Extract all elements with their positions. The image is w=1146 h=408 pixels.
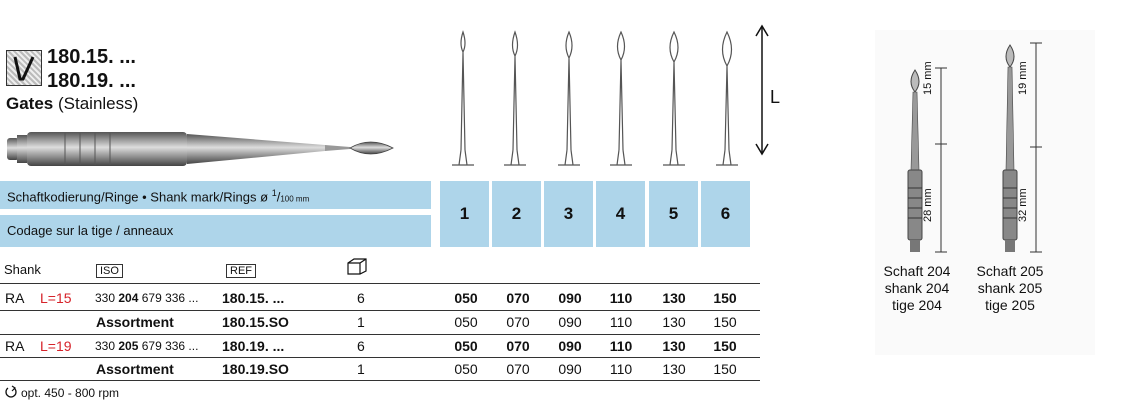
caption-line: Schaft 205 [976, 263, 1044, 279]
row-val-6: 150 [713, 361, 737, 377]
logo-icon [6, 50, 42, 86]
dim-19mm: 19 mm [1017, 61, 1029, 95]
table-rule [0, 310, 760, 311]
row-val-1: 050 [454, 314, 478, 330]
table-rule [0, 283, 760, 284]
row-label: Assortment [96, 314, 174, 330]
size-cell-3: 3 [544, 181, 593, 247]
row-val-6: 150 [713, 338, 737, 354]
row-val-2: 070 [506, 290, 530, 306]
caption-line: tige 205 [985, 297, 1035, 313]
column-ref: REF [226, 264, 256, 278]
row-val-1: 050 [454, 290, 478, 306]
table-rule [0, 334, 760, 335]
row-val-3: 090 [558, 314, 582, 330]
caption-205: Schaft 205 shank 205 tige 205 [965, 263, 1055, 314]
row-val-5: 130 [662, 361, 686, 377]
product-name: Gates (Stainless) [6, 94, 138, 114]
size-cell-2: 2 [492, 181, 541, 247]
product-code-2: 180.19. ... [47, 70, 136, 92]
table-row: Assortment 180.19.SO 1 050 070 090 110 1… [0, 358, 760, 381]
row-val-4: 110 [609, 338, 633, 354]
row-qty: 1 [357, 361, 365, 377]
caption-line: tige 204 [892, 297, 942, 313]
row-shank: RA [5, 290, 25, 306]
shank-204-illustration [907, 67, 947, 253]
table-row: RA L=19 330 205 679 336 ... 180.19. ... … [0, 335, 760, 358]
row-label: Assortment [96, 361, 174, 377]
row-qty: 6 [357, 290, 365, 306]
size-cell-6: 6 [701, 181, 750, 247]
divider [0, 209, 431, 215]
shank-mark-line1: Schaftkodierung/Ringe • Shank mark/Rings… [7, 188, 309, 204]
table-rule [0, 357, 760, 358]
shank-mark-text: Schaftkodierung/Ringe • Shank mark/Rings… [7, 189, 272, 205]
column-shank: Shank [4, 262, 41, 277]
size-cell-5: 5 [649, 181, 698, 247]
row-val-4: 110 [609, 314, 633, 330]
row-ref: 180.15. ... [222, 290, 285, 306]
size-cell-4: 4 [596, 181, 645, 247]
table-row: Assortment 180.15.SO 1 050 070 090 110 1… [0, 311, 760, 334]
shank-mark-line2: Codage sur la tige / anneaux [7, 223, 174, 238]
row-val-6: 150 [713, 290, 737, 306]
product-code-1: 180.15. ... [47, 46, 136, 68]
length-label: L [770, 87, 781, 107]
row-val-1: 050 [454, 338, 478, 354]
row-iso: 330 204 679 336 ... [95, 291, 199, 305]
row-val-4: 110 [609, 290, 633, 306]
row-val-1: 050 [454, 361, 478, 377]
shank-mark-unit: 100 mm [280, 194, 310, 204]
shank-205-illustration [1002, 42, 1042, 253]
row-val-3: 090 [558, 361, 582, 377]
row-val-5: 130 [662, 314, 686, 330]
row-qty: 6 [357, 338, 365, 354]
dim-28mm: 28 mm [922, 188, 934, 222]
row-ref: 180.19.SO [222, 361, 289, 377]
row-val-5: 130 [662, 290, 686, 306]
row-ref: 180.15.SO [222, 314, 289, 330]
row-iso: 330 205 679 336 ... [95, 339, 199, 353]
dim-15mm: 15 mm [922, 61, 934, 95]
table-rule [0, 380, 760, 381]
dim-32mm: 32 mm [1017, 188, 1029, 222]
row-val-2: 070 [506, 314, 530, 330]
rotation-icon [5, 385, 17, 398]
shank-mark-sup: 1 [271, 188, 277, 198]
caption-204: Schaft 204 shank 204 tige 204 [872, 263, 962, 314]
gates-drill-illustration [7, 132, 394, 166]
shank-mark-slash: / [276, 189, 281, 205]
row-val-3: 090 [558, 290, 582, 306]
row-val-3: 090 [558, 338, 582, 354]
package-icon [347, 258, 367, 275]
row-qty: 1 [357, 314, 365, 330]
size-profiles-illustration [452, 30, 738, 166]
table-row: RA L=15 330 204 679 336 ... 180.15. ... … [0, 287, 760, 310]
caption-line: shank 205 [977, 280, 1043, 296]
row-shank: RA [5, 338, 25, 354]
caption-line: Schaft 204 [883, 263, 951, 279]
product-name-rest: (Stainless) [57, 94, 139, 113]
length-arrow-icon [755, 24, 769, 156]
row-length: L=19 [40, 338, 72, 354]
row-ref: 180.19. ... [222, 338, 285, 354]
product-name-bold: Gates [6, 94, 54, 113]
shank-mark-header: Schaftkodierung/Ringe • Shank mark/Rings… [0, 181, 431, 247]
size-cell-1: 1 [440, 181, 489, 247]
row-val-6: 150 [713, 314, 737, 330]
row-val-5: 130 [662, 338, 686, 354]
row-length: L=15 [40, 290, 72, 306]
caption-line: shank 204 [884, 280, 950, 296]
row-val-4: 110 [609, 361, 633, 377]
row-val-2: 070 [506, 338, 530, 354]
rpm-note: opt. 450 - 800 rpm [21, 386, 120, 400]
column-iso: ISO [96, 264, 123, 278]
row-val-2: 070 [506, 361, 530, 377]
